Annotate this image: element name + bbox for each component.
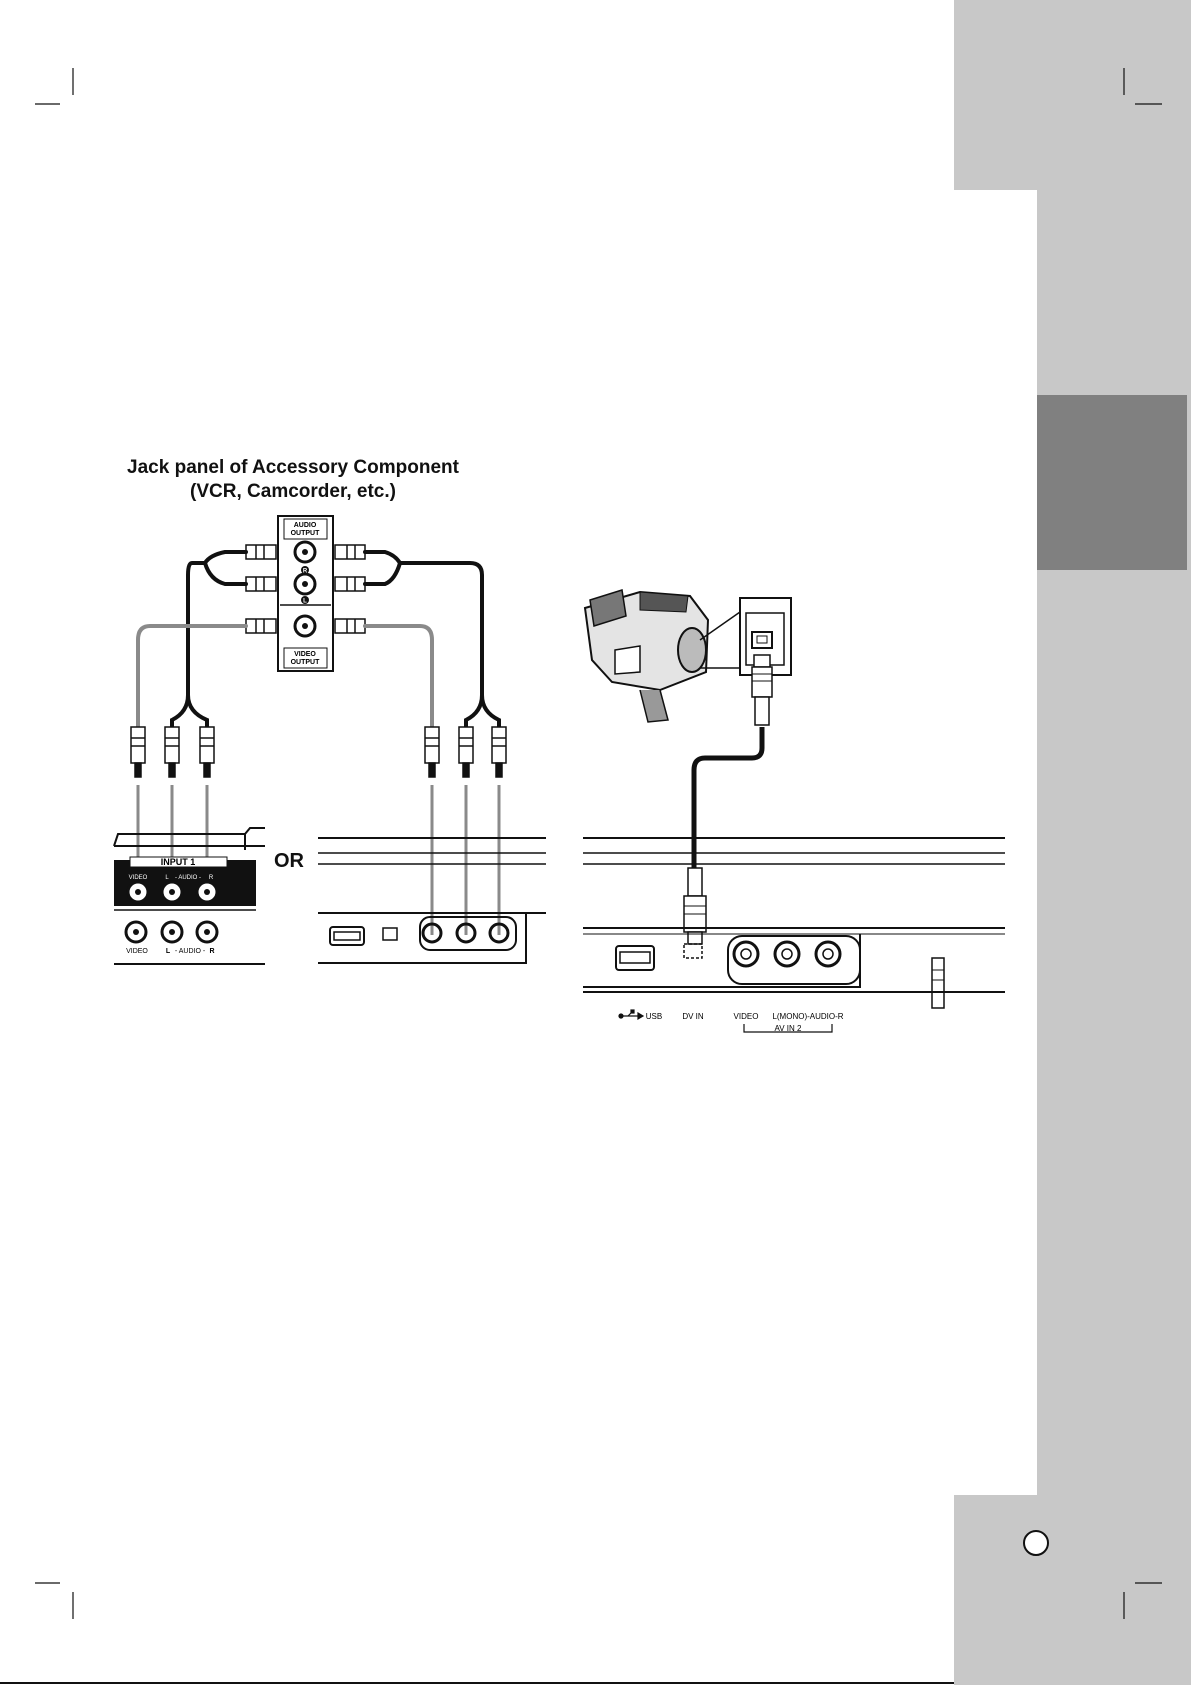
front-panel-dv	[583, 838, 1005, 1032]
input1-audio-label: - AUDIO -	[175, 875, 201, 881]
row2-r-label: R	[209, 948, 214, 955]
sidebar-lower	[954, 1495, 1191, 1685]
accessory-jack-panel: AUDIO OUTPUT VIDEO OUTPUT R L	[278, 516, 333, 671]
audio-output-label-2: OUTPUT	[291, 530, 321, 537]
front-video-label: VIDEO	[734, 1012, 759, 1021]
or-label: OR	[274, 850, 304, 873]
input1-label: INPUT 1	[161, 857, 196, 867]
diagram-heading: Jack panel of Accessory Component (VCR, …	[0, 456, 586, 504]
rca-plugs	[131, 727, 506, 777]
row2-audio-label: - AUDIO -	[175, 948, 206, 955]
input1-r-label: R	[209, 875, 214, 881]
dv-cable	[684, 655, 772, 944]
audio-output-label-1: AUDIO	[294, 522, 317, 529]
heading-line-1: Jack panel of Accessory Component	[0, 456, 586, 480]
audio-l-label: L	[303, 599, 307, 605]
front-dv-in-label: DV IN	[682, 1012, 704, 1021]
video-output-label-1: VIDEO	[294, 651, 316, 658]
jack-video-out	[295, 616, 315, 636]
usb-icon	[619, 1010, 643, 1019]
video-output-label-2: OUTPUT	[291, 659, 321, 666]
page-number-circle	[1024, 1531, 1048, 1555]
section-tab	[1037, 395, 1187, 570]
input1-video-label: VIDEO	[129, 875, 148, 881]
row2-l-label: L	[166, 948, 171, 955]
sidebar-upper	[954, 0, 1191, 190]
heading-line-2: (VCR, Camcorder, etc.)	[0, 480, 586, 504]
sidebar-band	[1037, 190, 1191, 1495]
front-usb-label: USB	[646, 1012, 662, 1021]
front-av-in-label: AV IN 2	[775, 1024, 803, 1033]
front-audio-label: L(MONO)-AUDIO-R	[772, 1012, 843, 1021]
row2-video-label: VIDEO	[126, 948, 148, 955]
